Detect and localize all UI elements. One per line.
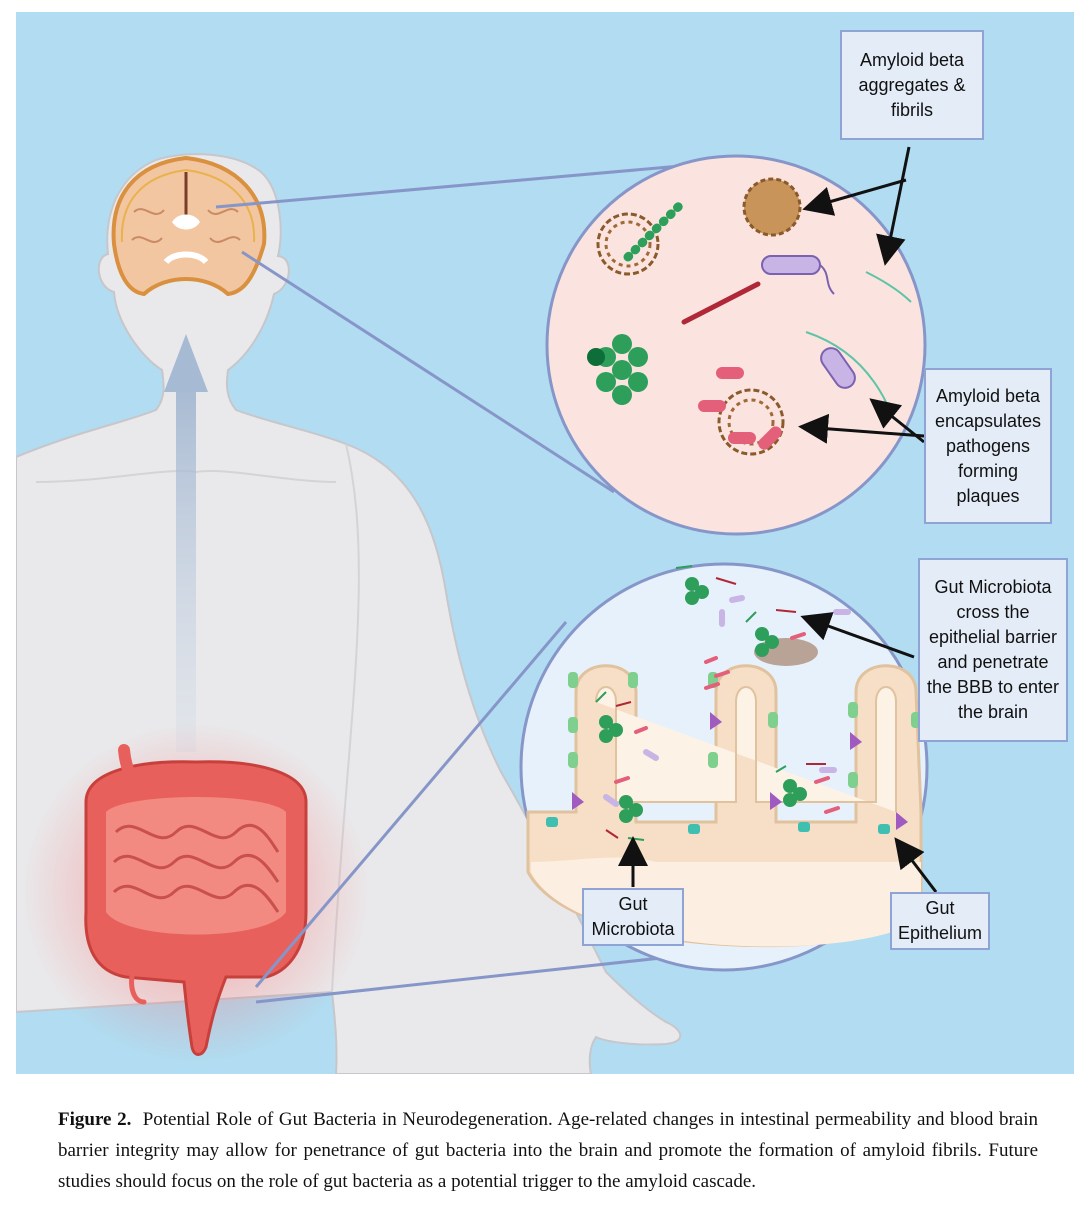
- caption-text: Potential Role of Gut Bacteria in Neurod…: [58, 1109, 1039, 1192]
- callout-gut-epithelium: Gut Epithelium: [890, 892, 990, 950]
- figure-caption: Figure 2. Potential Role of Gut Bacteria…: [58, 1104, 1038, 1197]
- figure-art: [16, 146, 938, 1074]
- caption-label: Figure 2.: [58, 1109, 132, 1130]
- intestine-icon: [21, 722, 371, 1062]
- brain-zoom-circle: [545, 154, 927, 536]
- bacteria-icon: [587, 199, 912, 450]
- callout-amyloid-aggregates: Amyloid beta aggregates & fibrils: [840, 30, 984, 140]
- callout-gut-microbiota: Gut Microbiota: [582, 888, 684, 946]
- brain-icon: [111, 155, 267, 297]
- callout-amyloid-encapsulates: Amyloid beta encapsulates pathogens form…: [924, 368, 1052, 524]
- amyloid-fibril-icon: [596, 177, 802, 456]
- callout-arrows: [618, 146, 938, 893]
- figure-panel: Amyloid beta aggregates & fibrils Amyloi…: [16, 12, 1074, 1074]
- callout-gut-microbiota-cross: Gut Microbiota cross the epithelial barr…: [918, 558, 1068, 742]
- connector-lines: [215, 160, 727, 1004]
- upward-arrow-icon: [164, 334, 208, 752]
